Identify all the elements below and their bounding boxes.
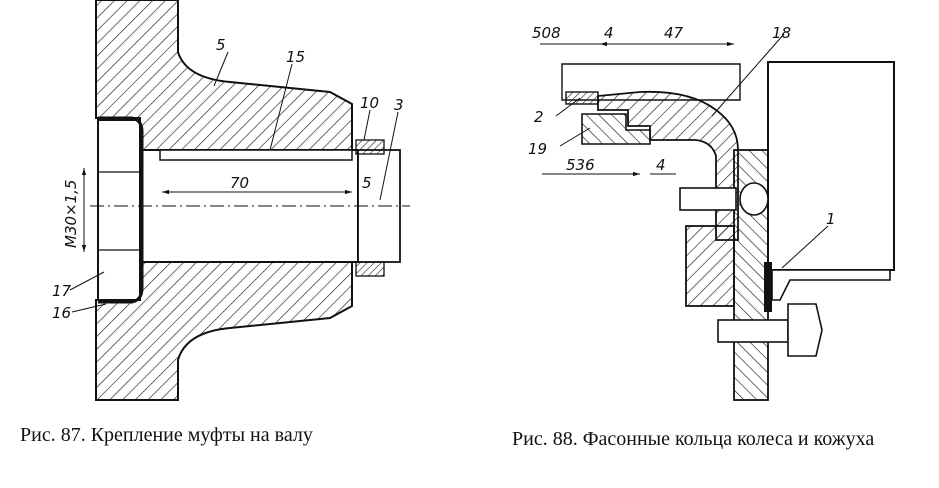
- label-thread: M30×1,5: [62, 180, 80, 248]
- label-part-15: 15: [286, 48, 305, 66]
- label-part-19: 19: [528, 140, 547, 158]
- label-part-10: 10: [360, 94, 379, 112]
- leader-5: [213, 51, 229, 87]
- label-dim-47: 47: [664, 24, 684, 42]
- ring-10-lower: [355, 261, 385, 277]
- leader-18: [711, 33, 785, 117]
- bolt-bottom: [717, 319, 789, 343]
- ring-19: [581, 113, 651, 145]
- label-dim-4-bottom: 4: [656, 156, 666, 174]
- figure-88-caption: Рис. 88. Фасонные кольца колеса и кожуха: [512, 428, 875, 450]
- leader-15: [269, 63, 293, 151]
- leader-17: [69, 271, 105, 291]
- leader-10: [363, 109, 371, 141]
- gasket-1: [764, 262, 772, 312]
- label-part-16: 16: [52, 304, 71, 322]
- label-dim-4-top: 4: [604, 24, 614, 42]
- leader-1: [781, 225, 829, 269]
- casing-right: [767, 61, 895, 271]
- leader-16: [71, 303, 107, 313]
- label-dim-508: 508: [532, 24, 561, 42]
- screw-head-top: [739, 182, 769, 216]
- leader-2: [555, 97, 581, 117]
- figure-87-drawing: 5 15 10 3 5 70 M30×1,5 17 16: [52, 0, 410, 401]
- cover-16: [98, 116, 144, 304]
- bolt-head: [787, 303, 823, 357]
- ring-18: [597, 90, 739, 241]
- wheel-plate: [685, 225, 735, 307]
- leader-3: [379, 111, 399, 201]
- label-part-2: 2: [534, 108, 544, 126]
- key-15: [159, 149, 353, 161]
- casing-top: [561, 63, 741, 101]
- figure-88-drawing: 508 4 47 18 2 19 536 4 1: [528, 24, 895, 401]
- part-2: [565, 91, 599, 105]
- nut-17: [97, 119, 141, 301]
- label-dim-536: 536: [566, 156, 595, 174]
- label-part-5: 5: [216, 36, 226, 54]
- label-dim-70: 70: [230, 174, 249, 192]
- figure-87-caption: Рис. 87. Крепление муфты на валу: [20, 424, 313, 446]
- label-part-1: 1: [826, 210, 836, 228]
- leader-19: [559, 127, 591, 147]
- casing-bracket: [771, 269, 891, 301]
- ring-10: [355, 139, 385, 155]
- screw-top: [679, 187, 737, 211]
- label-dim-5: 5: [362, 174, 372, 192]
- label-part-17: 17: [52, 282, 72, 300]
- housing-wall-lower: [95, 261, 353, 401]
- label-part-18: 18: [772, 24, 791, 42]
- label-part-3: 3: [394, 96, 404, 114]
- shaft: [139, 149, 359, 263]
